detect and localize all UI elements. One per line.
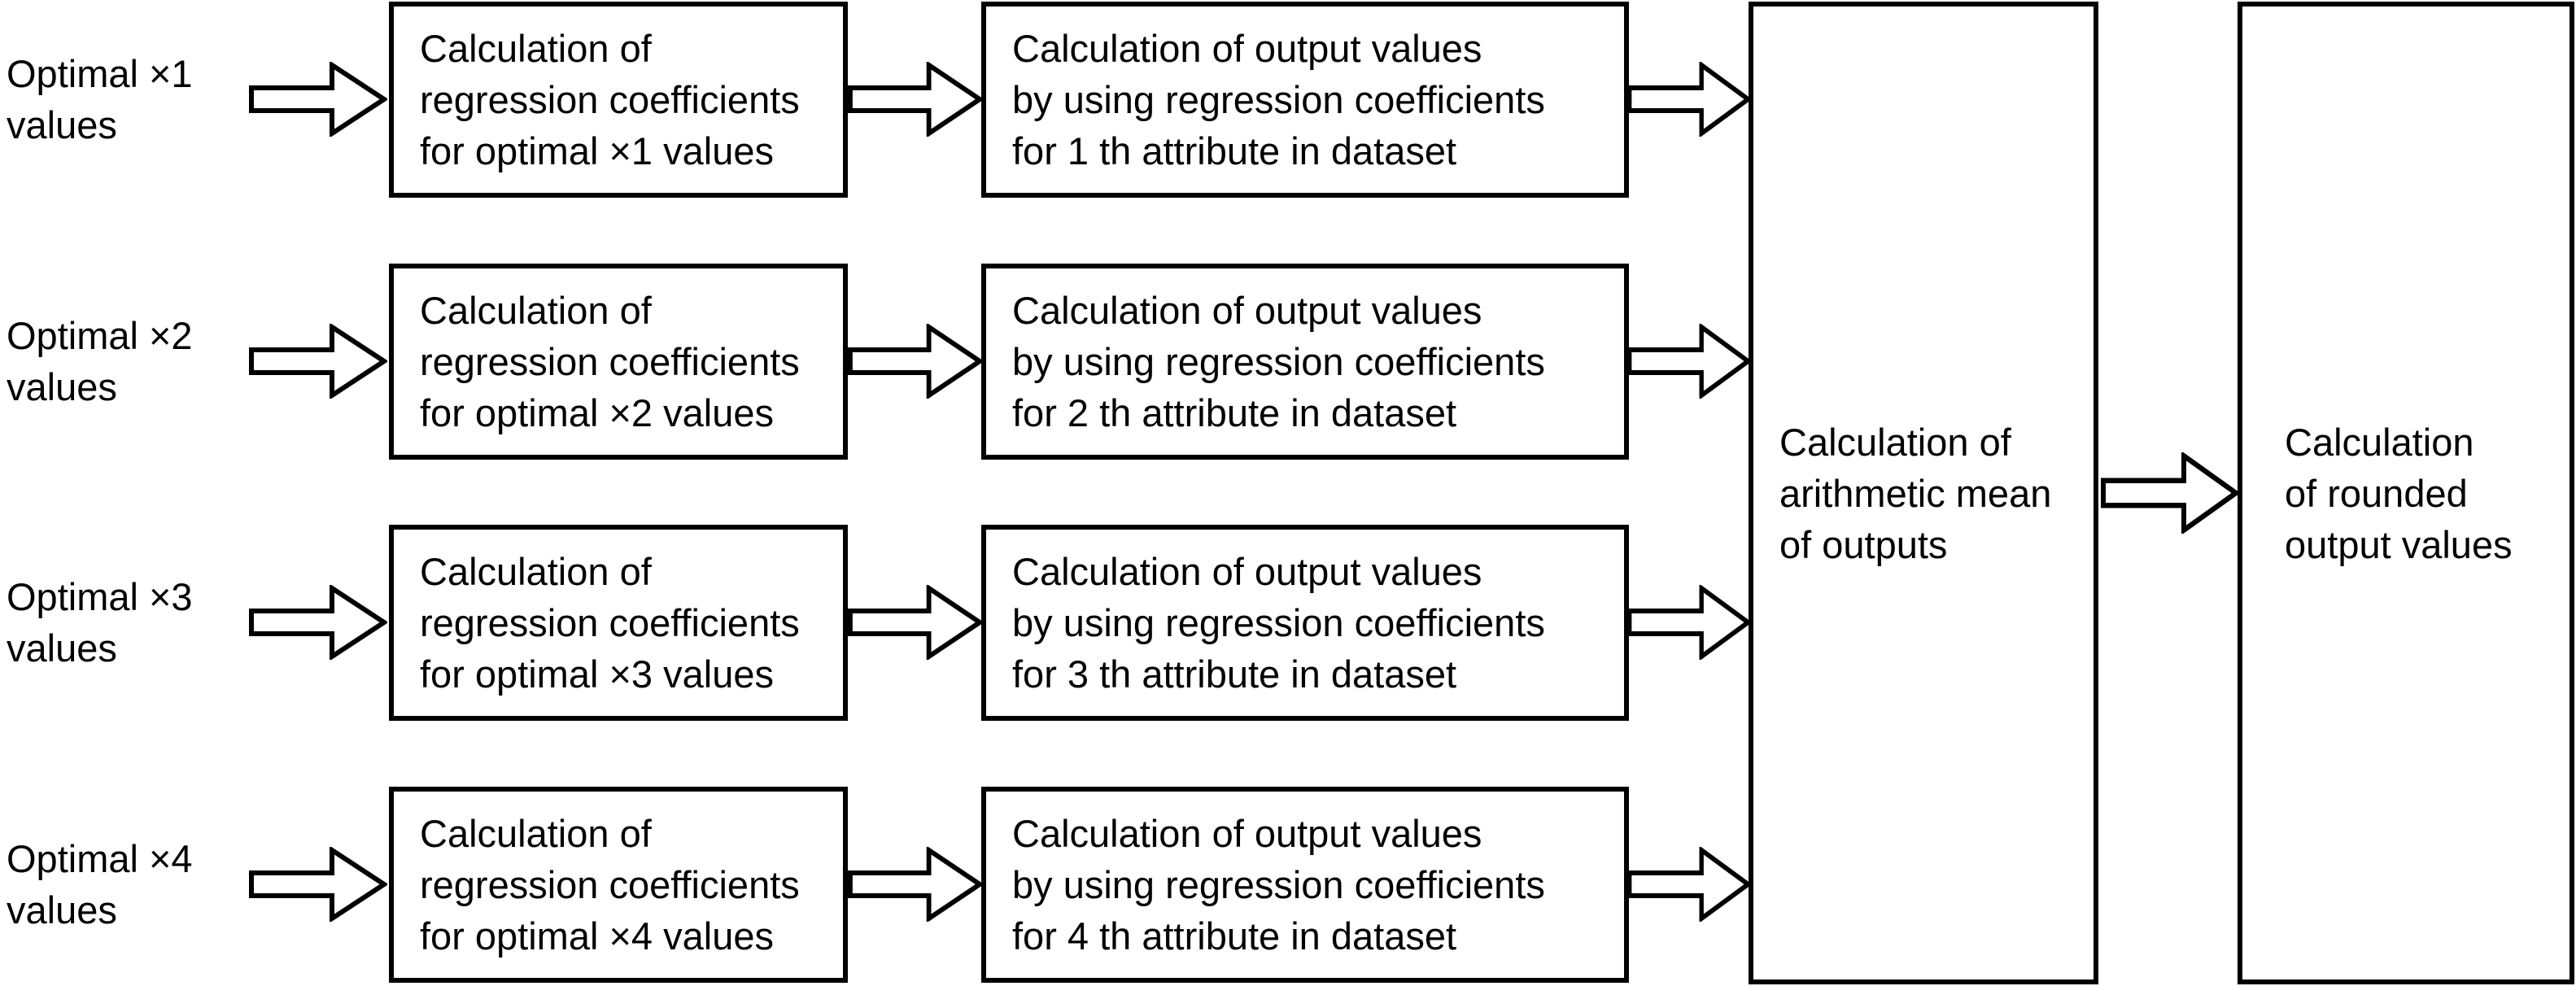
coeff-box-x1: Calculation of regression coefficients f… [389,2,848,198]
arrow-right-icon [848,324,983,399]
arrow-right-icon [848,847,983,922]
output-box-attr1-text: Calculation of output values by using re… [1012,27,1545,172]
output-box-attr3: Calculation of output values by using re… [981,525,1629,721]
coeff-box-x4-text: Calculation of regression coefficients f… [420,812,800,958]
coeff-box-x2: Calculation of regression coefficients f… [389,264,848,460]
coeff-box-x4: Calculation of regression coefficients f… [389,787,848,983]
coeff-box-x2-text: Calculation of regression coefficients f… [420,289,800,434]
arrow-right-icon [848,62,983,137]
arrow-right-icon [2101,452,2239,534]
input-label-x4: Optimal ×4 values [7,837,193,931]
arrow-right-icon [1627,62,1751,137]
arrow-right-icon [1627,324,1751,399]
arrow-right-icon [1627,847,1751,922]
output-box-attr2-text: Calculation of output values by using re… [1012,289,1545,434]
arithmetic-mean-box-text: Calculation of arithmetic mean of output… [1779,420,2052,566]
rounded-output-box-text: Calculation of rounded output values [2285,420,2513,566]
input-label-x2: Optimal ×2 values [7,314,193,408]
arrow-right-icon [848,585,983,660]
input-label-x3: Optimal ×3 values [7,575,193,670]
coeff-box-x1-text: Calculation of regression coefficients f… [420,27,800,172]
arrow-right-icon [249,324,387,399]
input-label-x1: Optimal ×1 values [7,52,193,146]
arithmetic-mean-box: Calculation of arithmetic mean of output… [1749,2,2098,984]
output-box-attr1: Calculation of output values by using re… [981,2,1629,198]
output-box-attr4: Calculation of output values by using re… [981,787,1629,983]
arrow-right-icon [249,585,387,660]
coeff-box-x3-text: Calculation of regression coefficients f… [420,550,800,696]
arrow-right-icon [1627,585,1751,660]
coeff-box-x3: Calculation of regression coefficients f… [389,525,848,721]
output-box-attr4-text: Calculation of output values by using re… [1012,812,1545,958]
arrow-right-icon [249,62,387,137]
output-box-attr3-text: Calculation of output values by using re… [1012,550,1545,696]
output-box-attr2: Calculation of output values by using re… [981,264,1629,460]
arrow-right-icon [249,847,387,922]
rounded-output-box: Calculation of rounded output values [2238,2,2574,984]
